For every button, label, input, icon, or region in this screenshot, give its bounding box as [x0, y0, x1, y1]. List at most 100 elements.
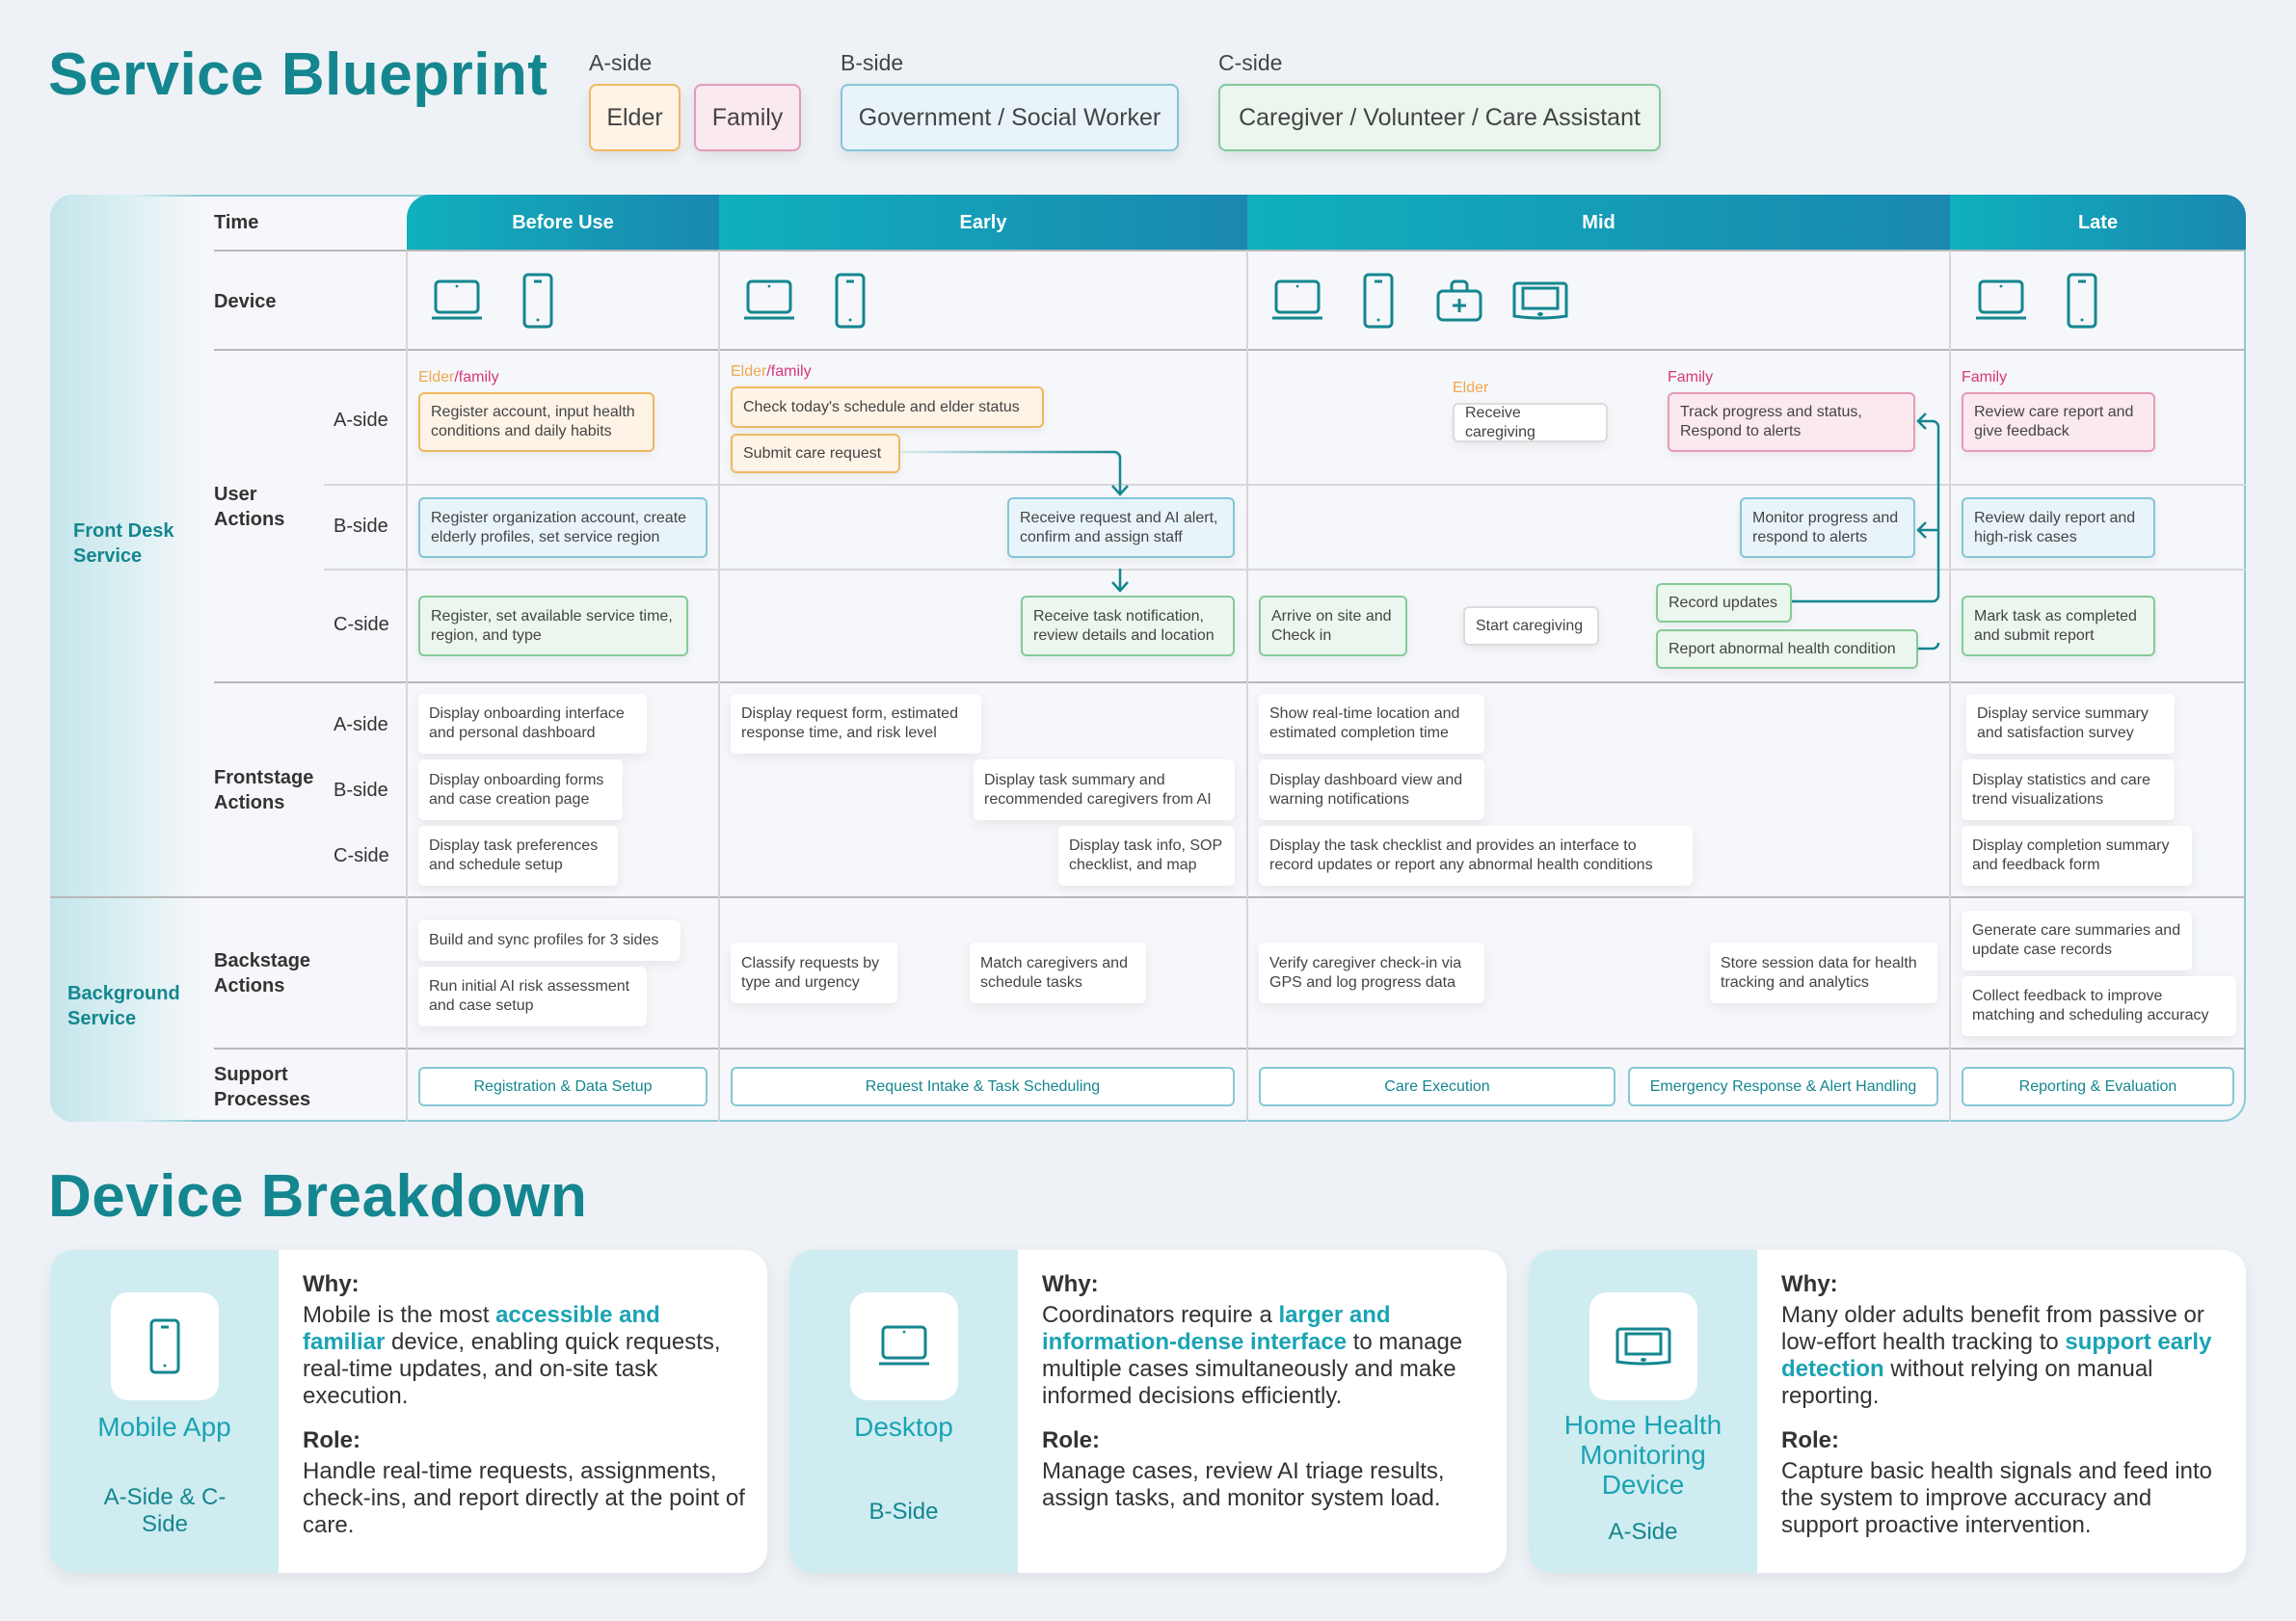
action-card: Arrive on site and Check in — [1259, 596, 1407, 656]
frontstage-card: Display dashboard view and warning notif… — [1259, 759, 1484, 820]
why-label: Why: — [1781, 1271, 1838, 1297]
action-card: Report abnormal health condition — [1656, 629, 1918, 669]
legend-elder: Elder — [589, 84, 681, 151]
frontstage-card: Display task info, SOP checklist, and ma… — [1058, 826, 1235, 886]
backstage-card: Run initial AI risk assessment and case … — [418, 967, 647, 1026]
divider — [214, 681, 2246, 683]
device-sides: B-Side — [868, 1499, 939, 1525]
device-name: Mobile App — [97, 1412, 231, 1442]
action-card: Review care report and give feedback — [1962, 392, 2155, 452]
sub-c-side: C-side — [334, 845, 389, 866]
action-card: Check today's schedule and elder status — [731, 386, 1044, 428]
frontstage-card: Display task summary and recommended car… — [974, 759, 1235, 820]
action-card: Receive request and AI alert, confirm an… — [1007, 497, 1235, 558]
frontstage-card: Display request form, estimated response… — [731, 694, 981, 754]
action-card: Review daily report and high-risk cases — [1962, 497, 2155, 558]
row-support: Support Processes — [214, 1064, 311, 1110]
frontstage-card: Display onboarding forms and case creati… — [418, 759, 623, 820]
action-card: Mark task as completed and submit report — [1962, 596, 2155, 656]
backstage-card: Build and sync profiles for 3 sides — [418, 920, 681, 961]
role-text: Handle real-time requests, assignments, … — [303, 1458, 745, 1538]
stage-mid: Mid — [1247, 195, 1950, 251]
legend-c-label: C-side — [1218, 50, 1283, 75]
backstage-card: Verify caregiver check-in via GPS and lo… — [1259, 943, 1484, 1003]
action-card: Record updates — [1656, 583, 1792, 623]
support-process: Registration & Data Setup — [418, 1067, 707, 1106]
backstage-card: Collect feedback to improve matching and… — [1962, 976, 2236, 1036]
frontstage-card: Display the task checklist and provides … — [1259, 826, 1693, 886]
divider — [324, 484, 2246, 486]
stage-late: Late — [1950, 195, 2246, 251]
legend-a-label: A-side — [589, 50, 653, 75]
divider — [718, 251, 720, 1122]
device-name: Home Health Monitoring Device — [1563, 1410, 1722, 1500]
divider — [324, 569, 2246, 571]
support-process: Care Execution — [1259, 1067, 1615, 1106]
sub-a-side: A-side — [334, 714, 388, 735]
device-card-desktop: Desktop B-Side Why: Coordinators require… — [789, 1250, 1507, 1573]
row-backstage: Backstage Actions — [214, 950, 311, 997]
row-device: Device — [214, 291, 277, 312]
divider — [406, 251, 408, 1122]
row-time: Time — [214, 212, 259, 233]
action-card: Track progress and status, Respond to al… — [1668, 392, 1915, 452]
role-text: Capture basic health signals and feed in… — [1781, 1458, 2212, 1538]
frontstage-card: Display task preferences and schedule se… — [418, 826, 618, 886]
device-description: Why: Many older adults benefit from pass… — [1781, 1271, 2225, 1556]
role-label: Role: — [1042, 1427, 1100, 1453]
divider — [214, 1048, 2246, 1050]
role-label: Role: — [303, 1427, 360, 1453]
action-card: Register, set available service time, re… — [418, 596, 688, 656]
backstage-card: Generate care summaries and update case … — [1962, 911, 2192, 970]
row-user-actions: User Actions — [214, 484, 285, 530]
frontstage-card: Show real-time location and estimated co… — [1259, 694, 1484, 754]
actor-tag: Elder/family — [731, 363, 812, 380]
role-text: Manage cases, review AI triage results, … — [1042, 1458, 1445, 1511]
backstage-card: Match caregivers and schedule tasks — [970, 943, 1146, 1003]
actor-tag: Elder/family — [418, 369, 499, 385]
support-process: Emergency Response & Alert Handling — [1628, 1067, 1938, 1106]
section-front-desk: Front Desk Service — [73, 520, 174, 567]
divider — [50, 896, 2246, 898]
why-label: Why: — [303, 1271, 360, 1297]
actor-tag-family: Family — [1962, 369, 2008, 385]
why-text: Coordinators require a larger and inform… — [1042, 1302, 1463, 1409]
frontstage-card: Display service summary and satisfaction… — [1966, 694, 2175, 754]
divider — [1246, 251, 1248, 1122]
health-monitor-icon — [1589, 1292, 1697, 1400]
laptop-icon — [850, 1292, 958, 1400]
divider — [1949, 251, 1951, 1122]
why-text: Mobile is the most accessible and famili… — [303, 1302, 721, 1409]
backstage-card: Store session data for health tracking a… — [1710, 943, 1937, 1003]
actor-tag-elder: Elder — [1453, 380, 1489, 396]
role-label: Role: — [1781, 1427, 1839, 1453]
backstage-card: Classify requests by type and urgency — [731, 943, 897, 1003]
device-description: Why: Coordinators require a larger and i… — [1042, 1271, 1485, 1529]
frontstage-card: Display statistics and care trend visual… — [1962, 759, 2175, 820]
stage-before-use: Before Use — [407, 195, 719, 251]
support-process: Reporting & Evaluation — [1962, 1067, 2234, 1106]
device-name: Desktop — [854, 1412, 953, 1442]
stage-early: Early — [719, 195, 1247, 251]
page-title: Service Blueprint — [48, 41, 548, 108]
device-sides: A-Side — [1608, 1519, 1678, 1545]
action-card: Monitor progress and respond to alerts — [1740, 497, 1915, 558]
action-card: Register organization account, create el… — [418, 497, 707, 558]
action-card: Start caregiving — [1463, 606, 1599, 646]
row-frontstage: Frontstage Actions — [214, 767, 314, 813]
frontstage-card: Display onboarding interface and persona… — [418, 694, 647, 754]
legend-government: Government / Social Worker — [841, 84, 1179, 151]
section-title-device-breakdown: Device Breakdown — [48, 1163, 588, 1230]
actor-tag-family: Family — [1668, 369, 1714, 385]
sub-a-side: A-side — [334, 410, 388, 431]
frontstage-card: Display completion summary and feedback … — [1962, 826, 2192, 886]
legend-caregiver: Caregiver / Volunteer / Care Assistant — [1218, 84, 1661, 151]
why-label: Why: — [1042, 1271, 1099, 1297]
action-card: Receive caregiving — [1453, 403, 1608, 442]
phone-icon — [111, 1292, 219, 1400]
why-text: Many older adults benefit from passive o… — [1781, 1302, 2212, 1409]
device-sides: A-Side & C-Side — [103, 1484, 227, 1537]
device-card-mobile: Mobile App A-Side & C-Side Why: Mobile i… — [50, 1250, 767, 1573]
support-process: Request Intake & Task Scheduling — [731, 1067, 1235, 1106]
